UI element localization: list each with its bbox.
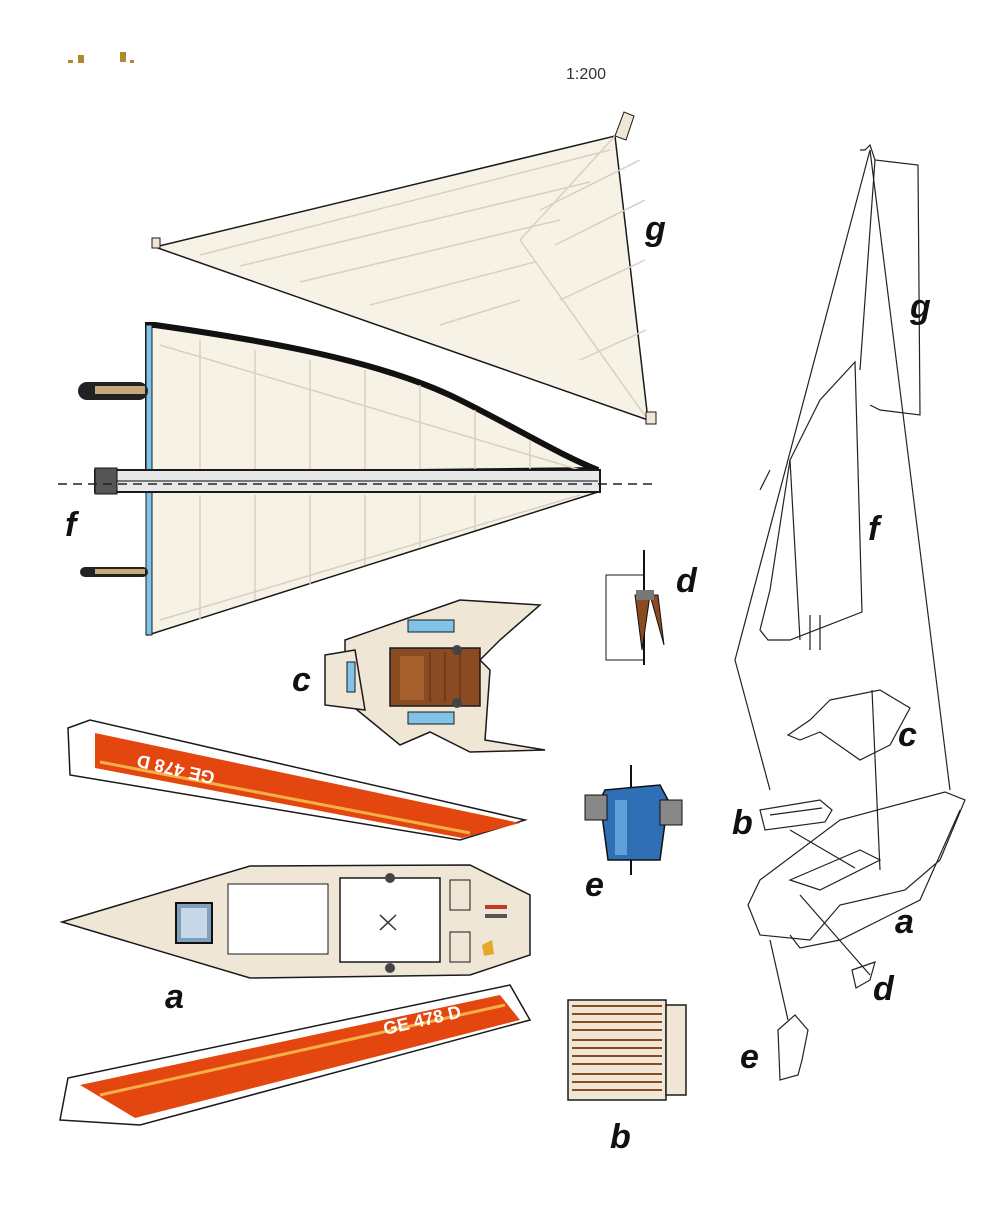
label-b-right: b: [732, 804, 753, 842]
cabin-part-c: [324, 599, 546, 753]
label-c-left: c: [292, 661, 311, 699]
label-b-left: b: [610, 1118, 631, 1156]
label-d-left: d: [676, 562, 697, 600]
mainsail-part-f: [58, 322, 652, 637]
jib-sail-part-g: [151, 111, 657, 425]
rudder-part-d: [605, 550, 665, 665]
label-f-right: f: [868, 510, 880, 548]
corner-marks: [68, 52, 134, 63]
hull-part-a: GE 478 D GE 478 D: [59, 719, 532, 1126]
label-f-left: f: [65, 506, 77, 544]
label-g-left: g: [645, 210, 666, 248]
deck-piece-part-b: [567, 999, 687, 1101]
assembly-drawing: [734, 143, 966, 1081]
label-a-left: a: [165, 978, 184, 1016]
label-c-right: c: [898, 716, 917, 754]
scale-label: 1:200: [566, 66, 607, 83]
label-g-right: g: [910, 288, 931, 326]
label-a-right: a: [895, 903, 914, 941]
label-e-left: e: [585, 866, 604, 904]
label-e-right: e: [740, 1038, 759, 1076]
label-d-right: d: [873, 970, 894, 1008]
keel-part-e: [584, 765, 683, 875]
